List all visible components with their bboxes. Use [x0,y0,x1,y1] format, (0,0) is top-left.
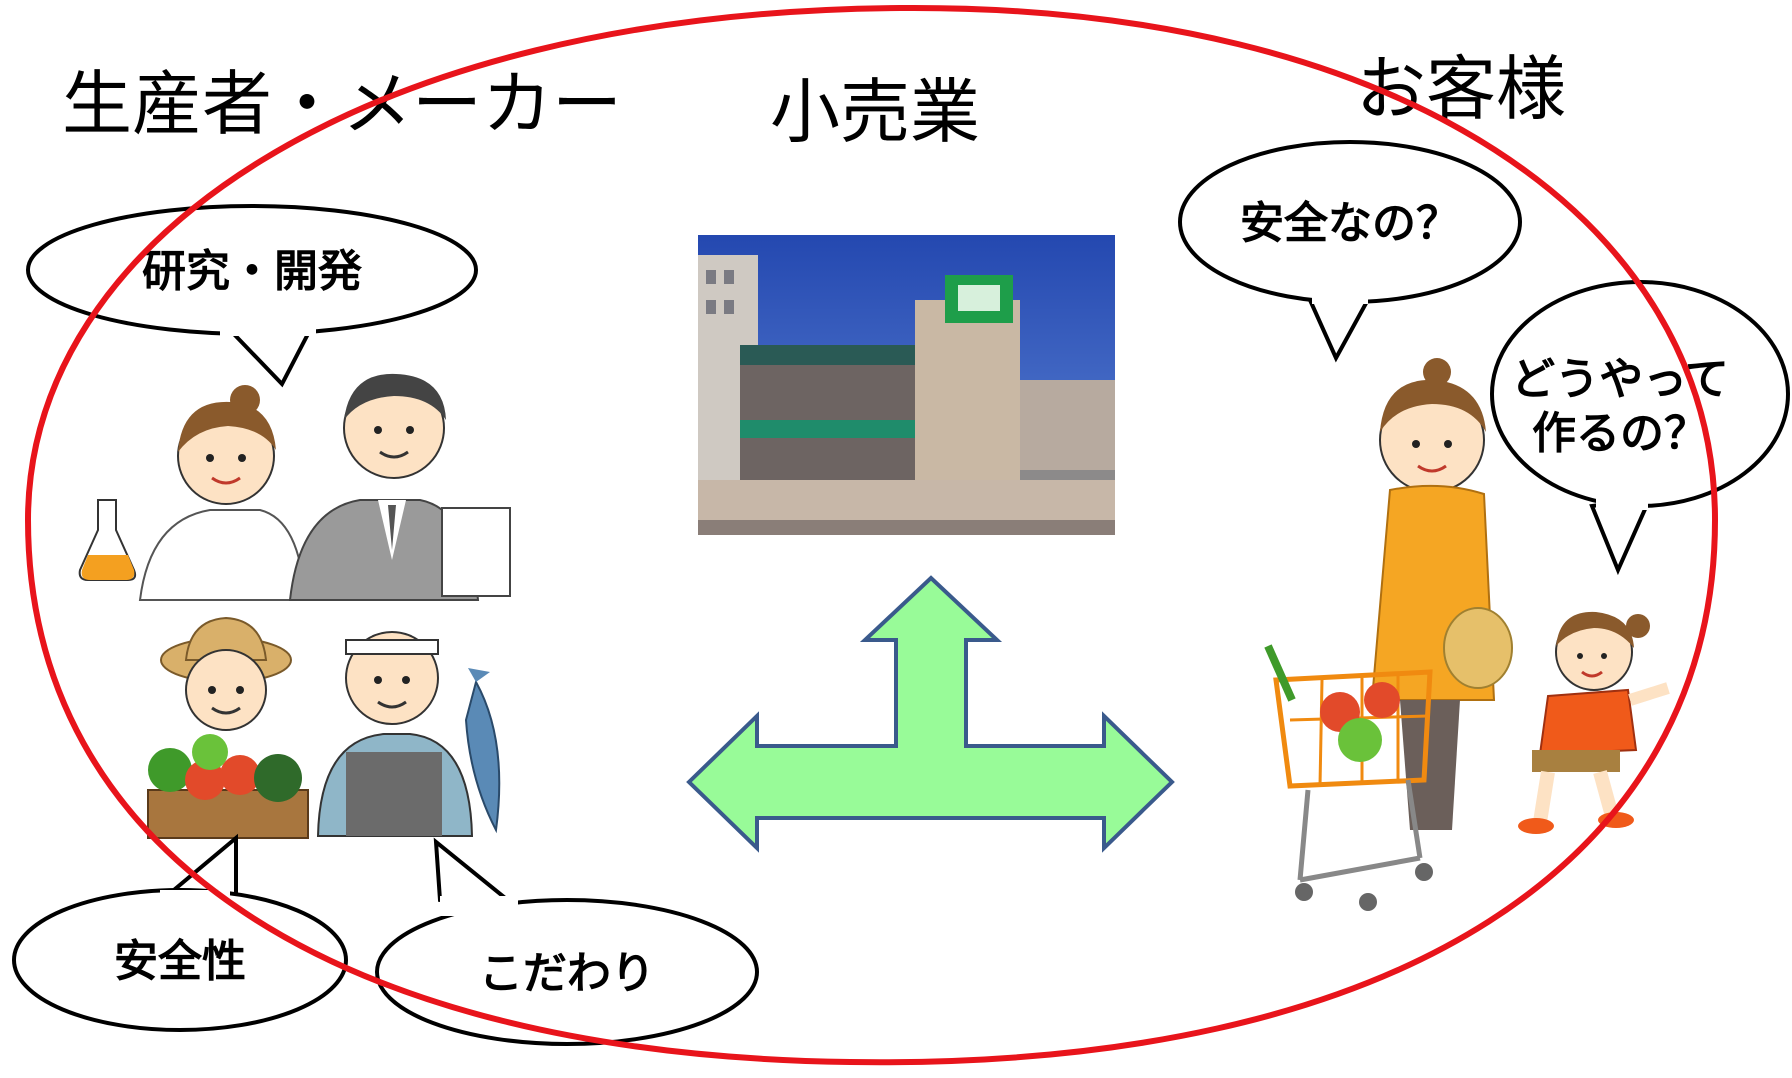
bubble-commitment-text: こだわり [479,948,655,999]
bubble-how-made: どうやって 作るの？ [1490,280,1790,576]
shopping-cart-icon [1264,644,1433,911]
farmer-figure [147,616,309,839]
bubble-how-made-line2: 作るの？ [1532,408,1708,459]
producers-illustration [78,373,511,839]
ecosystem-ellipse [24,4,1719,1066]
bubble-research: 研究・開発 [26,204,478,388]
fishmonger-figure [316,631,501,837]
store-photo [698,235,1115,535]
bubble-commitment: こだわり [375,837,759,1046]
child-figure [1518,611,1670,834]
heading-producers: 生産者・メーカー [62,63,622,145]
bubble-safety-text: 安全性 [114,936,246,987]
bubble-is-it-safe-text: 安全なの？ [1240,198,1460,249]
flow-arrow [686,575,1175,853]
heading-retail: 小売業 [770,71,980,153]
heading-customers: お客様 [1356,48,1566,130]
bubble-research-text: 研究・開発 [142,246,363,297]
mother-figure [1370,358,1513,830]
scientist-figure [78,385,307,601]
bubble-is-it-safe: 安全なの？ [1178,140,1522,363]
businessman-figure [288,373,511,601]
